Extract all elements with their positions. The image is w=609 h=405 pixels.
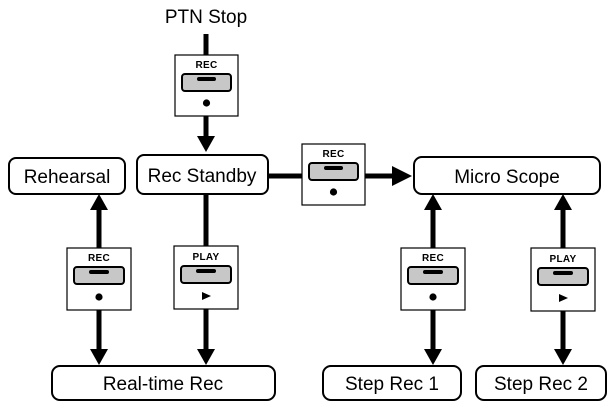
- rec-key-middle-label: REC: [322, 149, 344, 160]
- arrowhead-to-step1: [424, 349, 442, 365]
- play-key-step2: PLAY: [530, 247, 596, 312]
- rec-key-top: REC: [174, 54, 239, 117]
- state-step-rec-2: Step Rec 2: [475, 365, 607, 401]
- arrowhead-to-microscope-left: [424, 194, 442, 210]
- arrowhead-to-rehearsal: [90, 194, 108, 210]
- play-triangle-icon: [559, 294, 568, 302]
- record-dot-icon: [202, 99, 211, 107]
- play-key: PLAY: [173, 245, 239, 310]
- arrowhead-to-standby: [197, 136, 215, 152]
- record-dot-icon: [95, 293, 103, 301]
- arrowhead-to-realtime-right: [197, 349, 215, 365]
- arrowhead-to-microscope-right: [554, 194, 572, 210]
- state-step-rec-1-label: Step Rec 1: [345, 374, 439, 395]
- state-micro-scope-label: Micro Scope: [454, 167, 560, 188]
- play-triangle-icon: [202, 292, 211, 300]
- arrowhead-to-step2: [554, 349, 572, 365]
- state-realtime-rec: Real-time Rec: [51, 365, 276, 401]
- rec-key-left: REC: [66, 247, 132, 311]
- state-rec-standby: Rec Standby: [136, 154, 269, 195]
- play-key-label: PLAY: [193, 252, 220, 263]
- state-step-rec-2-label: Step Rec 2: [494, 374, 588, 395]
- state-rehearsal-label: Rehearsal: [24, 167, 111, 188]
- arrowhead-to-realtime-left: [90, 349, 108, 365]
- state-rehearsal: Rehearsal: [8, 157, 126, 195]
- rec-key-left-label: REC: [88, 253, 110, 264]
- rec-key-middle: REC: [301, 143, 366, 206]
- record-dot-icon: [329, 188, 338, 196]
- state-rec-standby-label: Rec Standby: [148, 166, 257, 187]
- play-key-step2-label: PLAY: [550, 254, 577, 265]
- ptn-stop-label: PTN Stop: [165, 7, 247, 28]
- state-micro-scope: Micro Scope: [413, 156, 601, 195]
- rec-key-top-label: REC: [195, 60, 217, 71]
- state-realtime-rec-label: Real-time Rec: [103, 374, 223, 395]
- state-step-rec-1: Step Rec 1: [322, 365, 462, 401]
- record-dot-icon: [429, 293, 437, 301]
- arrowhead-to-microscope: [392, 166, 412, 186]
- rec-key-step1: REC: [400, 247, 466, 311]
- rec-key-step1-label: REC: [422, 253, 444, 264]
